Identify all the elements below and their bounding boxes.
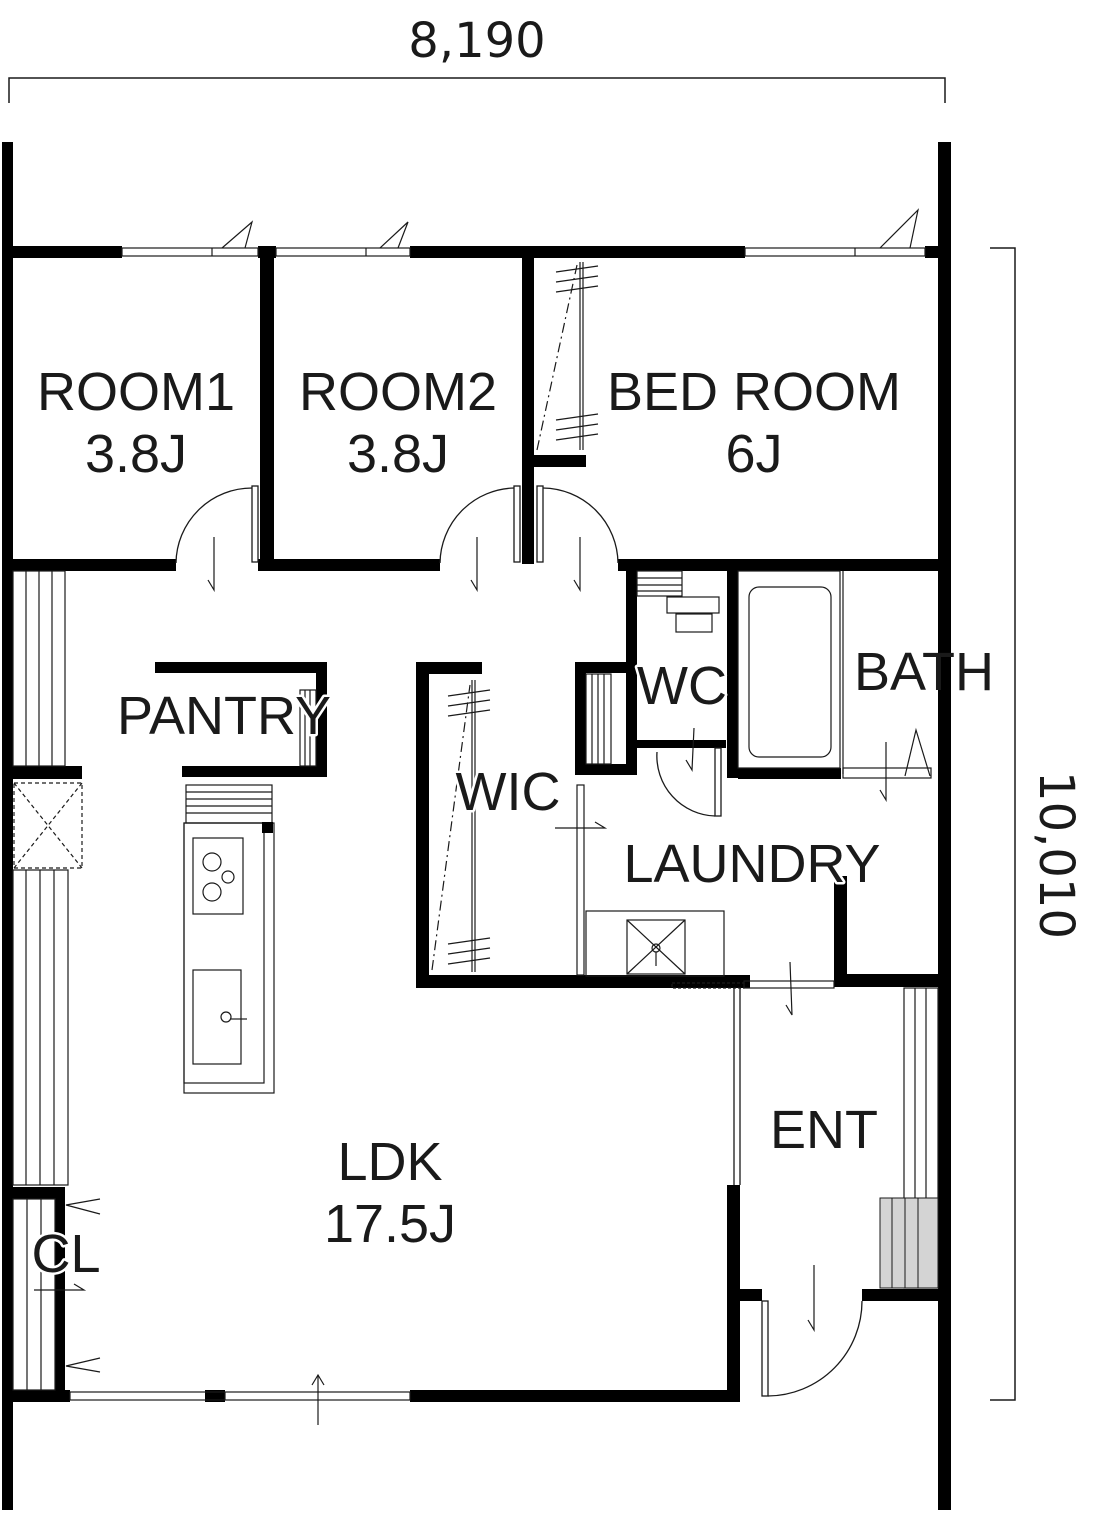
room2-area: 3.8J: [347, 424, 449, 484]
bath-name: BATH: [854, 642, 994, 702]
ldk-name: LDK: [337, 1132, 442, 1192]
walls: [2, 246, 944, 1402]
bedroom-area: 6J: [725, 424, 782, 484]
dimension-height-label: 10,010: [1028, 771, 1084, 939]
door-markers: [34, 537, 931, 1373]
right-exterior-post: [938, 142, 951, 1510]
top-windows: [121, 208, 926, 257]
room1-area: 3.8J: [85, 424, 187, 484]
wic-name: WIC: [456, 762, 561, 822]
laundry-sliding-door: [576, 571, 932, 989]
room2-name: ROOM2: [299, 362, 497, 422]
closet-doors: [299, 262, 612, 972]
ent-name: ENT: [770, 1100, 878, 1160]
toilet: [636, 570, 720, 633]
cl-name: CL: [31, 1224, 100, 1284]
wc-name: WC: [637, 656, 727, 716]
doors: [175, 485, 863, 1397]
kitchen-counter: [183, 784, 275, 1094]
floor-hatch: [13, 782, 83, 869]
washbasin: [585, 910, 725, 977]
room-labels: ROOM1 3.8J ROOM2 3.8J BED ROOM 6J PANTRY…: [29, 360, 994, 1287]
pantry-name: PANTRY: [117, 686, 331, 746]
bathtub: [737, 570, 841, 769]
room1-name: ROOM1: [37, 362, 235, 422]
left-exterior-post: [2, 142, 13, 1510]
ldk-area: 17.5J: [324, 1194, 456, 1254]
left-windows: [12, 570, 69, 1391]
bedroom-name: BED ROOM: [607, 362, 901, 422]
genkan-tile-lines: [891, 1198, 919, 1288]
genkan-tile: [879, 1197, 939, 1289]
dimension-height: 10,010: [990, 247, 1084, 1401]
laundry-name: LAUNDRY: [623, 834, 880, 894]
dimension-width: 8,190: [8, 13, 946, 103]
dimension-width-label: 8,190: [408, 13, 545, 69]
bottom-window: [69, 1373, 411, 1425]
counter-post: [262, 822, 273, 833]
